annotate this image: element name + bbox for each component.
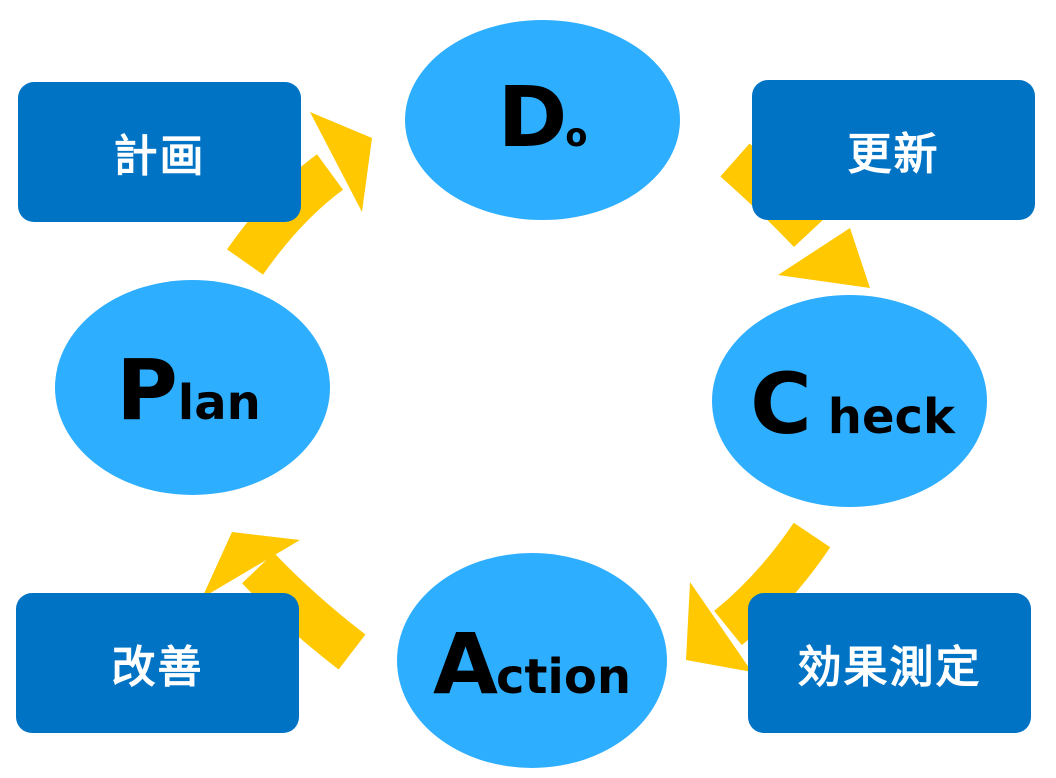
do-phase-ellipse: D o	[405, 20, 680, 220]
plan-phase-ellipse: P lan	[55, 280, 330, 495]
plan-rest: lan	[177, 374, 261, 431]
do-phase-label: D o	[498, 75, 588, 159]
action-rest: ction	[496, 648, 631, 705]
measure-label-box: 効果測定	[748, 593, 1031, 733]
check-phase-label: C heck	[750, 362, 955, 446]
action-initial: A	[432, 614, 498, 713]
do-initial: D	[497, 68, 568, 166]
action-to-plan-arrow	[202, 532, 366, 670]
check-phase-ellipse: C heck	[712, 295, 987, 507]
plan-label-box: 計画	[18, 82, 301, 222]
check-initial: C	[750, 355, 812, 453]
plan-phase-label: P lan	[116, 348, 261, 432]
do-rest: o	[565, 116, 588, 154]
update-label-box: 更新	[752, 80, 1035, 220]
improve-label-box: 改善	[16, 593, 299, 733]
action-phase-label: A ction	[433, 622, 631, 706]
action-phase-ellipse: A ction	[397, 553, 667, 768]
check-to-action-arrow	[686, 522, 831, 672]
check-rest: heck	[827, 389, 955, 445]
plan-initial: P	[116, 340, 178, 439]
